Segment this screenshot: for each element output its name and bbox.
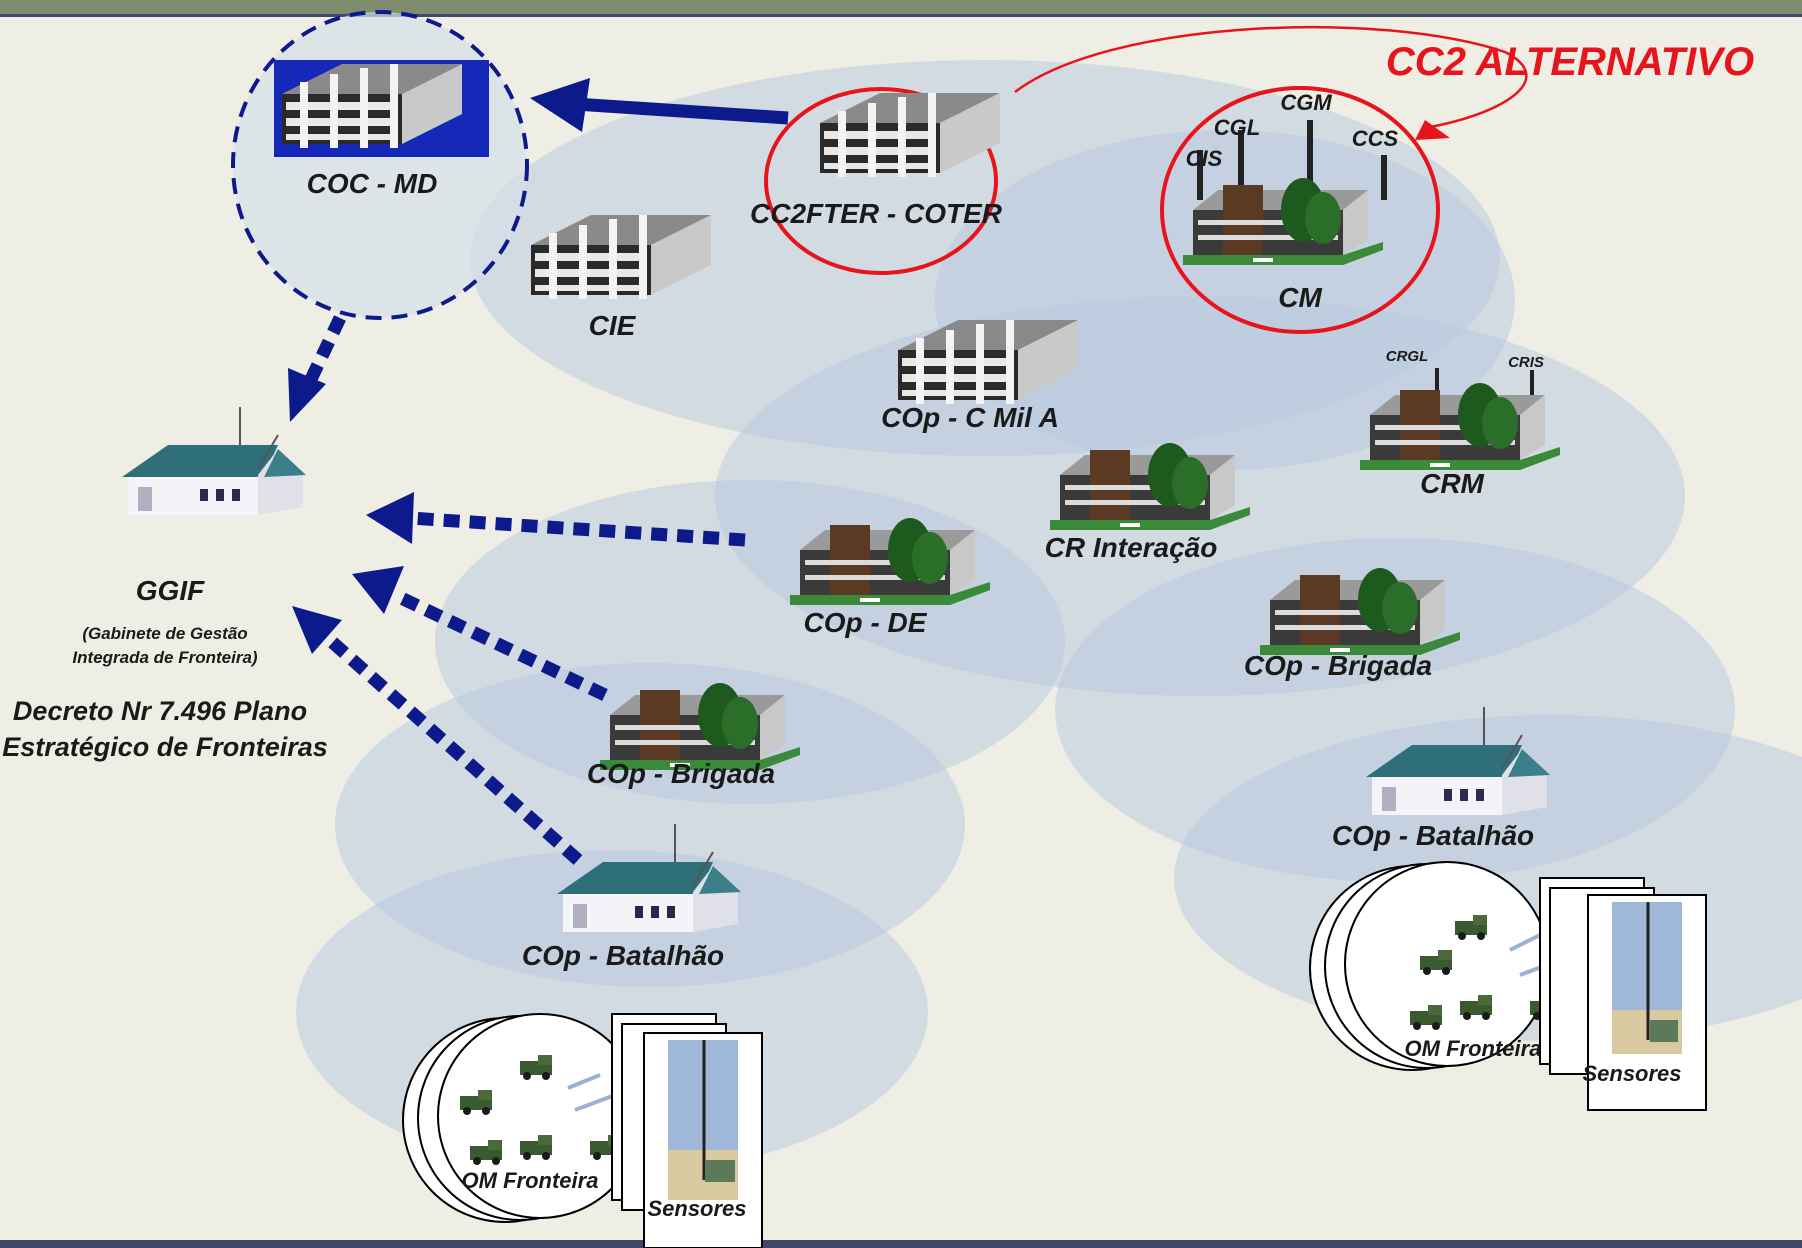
cie-label[interactable]: CIE — [588, 310, 636, 341]
arrow-batalhao-to-ggif — [325, 635, 583, 865]
cop-brigada-right-label[interactable]: COp - Brigada — [1243, 650, 1433, 681]
cgm-label: CGM — [1280, 90, 1332, 115]
crm-label[interactable]: CRM — [1420, 468, 1484, 499]
decree-line1: Decreto Nr 7.496 Plano — [12, 696, 308, 726]
coc-md-circle — [231, 10, 529, 320]
sensores-left-label: Sensores — [647, 1196, 747, 1221]
decree-line2: Estratégico de Fronteiras — [2, 732, 328, 762]
om-fronteira-right-label: OM Fronteira — [1404, 1036, 1542, 1061]
alternative-title: CC2 ALTERNATIVO — [1385, 40, 1755, 84]
cm-label[interactable]: CM — [1278, 282, 1322, 313]
ggif-building — [121, 406, 307, 516]
arrow-copde-to-ggif — [409, 511, 746, 547]
cr-interacao-label[interactable]: CR Interação — [1044, 532, 1218, 563]
cop-cmila-label[interactable]: COp - C Mil A — [881, 402, 1059, 433]
cop-brigada-left-label[interactable]: COp - Brigada — [586, 758, 776, 789]
arrow-coc-to-ggif — [299, 315, 346, 395]
cris-label: CRIS — [1508, 354, 1544, 371]
cgl-label: CGL — [1213, 115, 1261, 140]
ggif-label[interactable]: GGIF — [135, 575, 205, 606]
cop-de-label[interactable]: COp - DE — [803, 607, 927, 638]
cop-batalhao-right-label[interactable]: COp - Batalhão — [1331, 820, 1535, 851]
crgl-label: CRGL — [1385, 348, 1429, 365]
om-fronteira-right-group — [1309, 861, 1707, 1111]
cis-label: CIS — [1185, 146, 1223, 171]
arrow-brigada-to-ggif — [392, 589, 608, 701]
crm-complex — [1360, 368, 1560, 470]
cc2fter-label[interactable]: CC2FTER - COTER — [750, 198, 1002, 229]
cm-complex — [1183, 120, 1387, 265]
cc2fter-highlight — [764, 87, 998, 275]
arrow-cc2fter-to-coc — [574, 97, 789, 125]
cm-highlight — [1160, 86, 1440, 334]
ccs-label: CCS — [1351, 126, 1399, 151]
cop-batalhao-left-label[interactable]: COp - Batalhão — [521, 940, 725, 971]
sensores-right-label: Sensores — [1582, 1061, 1682, 1086]
coc-md-label[interactable]: COC - MD — [306, 168, 438, 199]
om-fronteira-left-label: OM Fronteira — [461, 1168, 599, 1193]
alternative-arrow — [1014, 25, 1528, 130]
ggif-subtitle-line1: (Gabinete de Gestão — [82, 624, 248, 643]
om-fronteira-left-group — [402, 1013, 763, 1248]
footer-band — [0, 1240, 1802, 1248]
header-band — [0, 0, 1802, 14]
ggif-subtitle-line2: Integrada de Fronteira) — [72, 648, 258, 667]
